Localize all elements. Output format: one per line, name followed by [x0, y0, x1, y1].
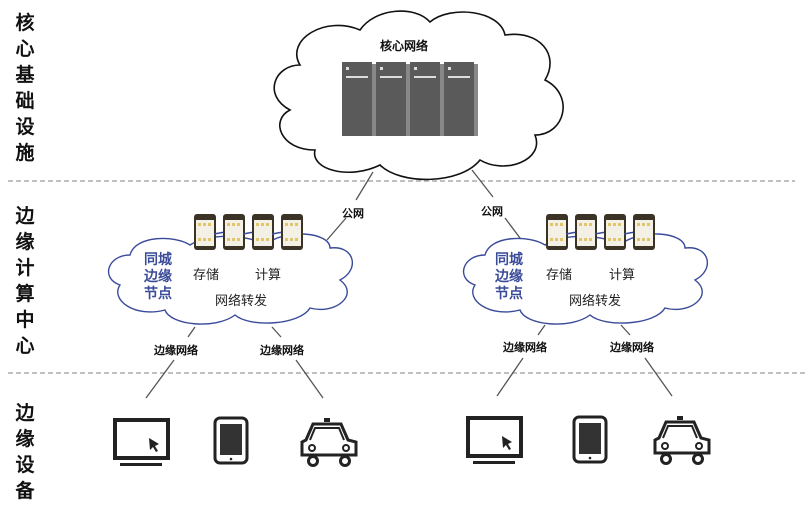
monitor-icon — [113, 418, 170, 466]
edge-server-icon — [252, 214, 274, 250]
edge-link-2-lower — [295, 359, 324, 399]
edge-link-2-upper — [271, 326, 282, 338]
public-link-right — [471, 169, 494, 198]
server-rack-icon — [444, 62, 478, 136]
compute-label-left: 计算 — [255, 268, 282, 283]
storage-label-left: 存储 — [193, 268, 220, 283]
core-network-title: 核心网络 — [380, 39, 429, 53]
edge-link-4-lower — [644, 357, 673, 397]
edge-network-label-1: 边缘网络 — [154, 344, 198, 357]
core-servers — [342, 62, 478, 136]
server-rack-icon — [410, 62, 444, 136]
car-icon — [300, 418, 358, 467]
edge-link-3-lower — [496, 357, 524, 397]
public-link-left — [355, 171, 374, 201]
server-rack-icon — [342, 62, 376, 136]
tablet-icon — [213, 416, 249, 465]
edge-network-label-3: 边缘网络 — [503, 341, 547, 354]
edge-server-icon — [575, 214, 597, 250]
layer-label-edge-center: 边缘计算中心 — [15, 205, 35, 357]
forwarding-label-right: 网络转发 — [569, 294, 622, 309]
edge-network-label-4: 边缘网络 — [610, 341, 654, 354]
compute-label-right: 计算 — [609, 268, 636, 283]
server-rack-icon — [376, 62, 410, 136]
edge-server-icon — [633, 214, 655, 250]
edge-link-1-lower — [145, 359, 175, 399]
edge-link-3-upper — [537, 324, 546, 336]
layer-label-core: 核心基础设施 — [15, 12, 35, 164]
storage-label-right: 存储 — [546, 268, 573, 283]
edge-node-title-left: 同城边缘节点 — [144, 252, 172, 302]
public-link-label-left: 公网 — [342, 207, 364, 220]
public-link-label-right: 公网 — [481, 205, 503, 218]
edge-server-icon — [223, 214, 245, 250]
forwarding-label-left: 网络转发 — [215, 294, 268, 309]
tablet-icon — [572, 415, 608, 464]
edge-server-icon — [604, 214, 626, 250]
edge-link-1-upper — [187, 326, 196, 338]
layer-label-edge-devices: 边缘设备 — [15, 402, 35, 502]
car-icon — [653, 416, 711, 465]
edge-server-icon — [281, 214, 303, 250]
edge-link-4-upper — [620, 324, 631, 336]
public-link-left-lower — [326, 217, 347, 241]
edge-network-label-2: 边缘网络 — [260, 344, 304, 357]
edge-server-icon — [194, 214, 216, 250]
monitor-icon — [466, 416, 523, 464]
edge-servers-right — [546, 214, 655, 250]
edge-server-icon — [546, 214, 568, 250]
edge-servers-left — [194, 214, 303, 250]
edge-node-title-right: 同城边缘节点 — [495, 252, 523, 302]
